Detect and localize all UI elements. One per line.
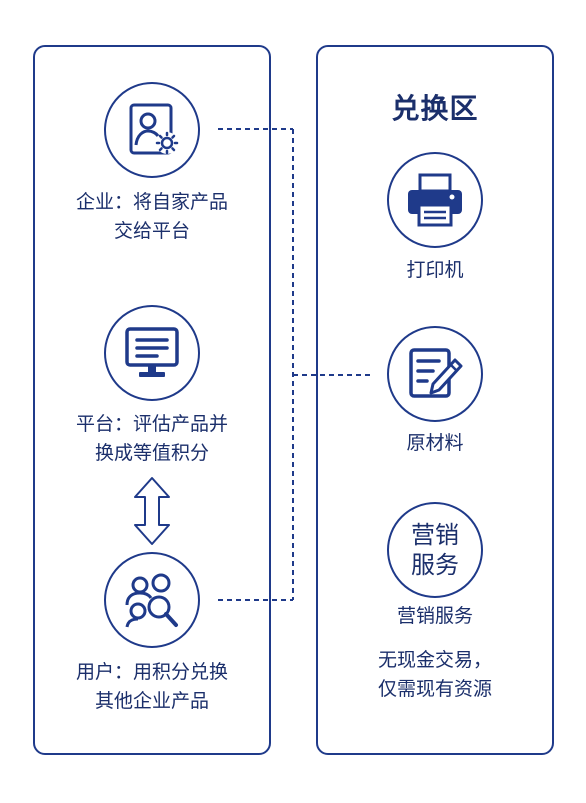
user-group-search-icon: [125, 573, 178, 628]
marketing-services-label: 营销服务: [396, 605, 473, 627]
platform-node-circle: [104, 305, 200, 401]
printer-icon: [408, 173, 462, 227]
user-gear-icon: [129, 103, 179, 155]
company-node-label: 企业：将自家产品 交给平台: [75, 191, 228, 242]
raw-materials-circle: [387, 326, 483, 422]
exchange-zone-title: 兑换区: [391, 92, 479, 125]
marketing-services-circle: 营销 服务: [387, 502, 483, 598]
marketing-services-circle-text: 营销 服务: [411, 521, 459, 579]
monitor-icon: [125, 327, 179, 377]
double-arrow-icon: [134, 477, 170, 545]
user-node-label: 用户：用积分兑换 其他企业产品: [75, 661, 228, 712]
printer-circle: [387, 152, 483, 248]
platform-node-label: 平台：评估产品并 换成等值积分: [75, 413, 228, 464]
printer-label: 打印机: [406, 259, 464, 281]
raw-materials-label: 原材料: [406, 432, 464, 454]
company-node-circle: [104, 82, 200, 178]
cashless-note: 无现金交易， 仅需现有资源: [377, 649, 492, 700]
document-edit-icon: [409, 348, 463, 398]
user-node-circle: [104, 552, 200, 648]
